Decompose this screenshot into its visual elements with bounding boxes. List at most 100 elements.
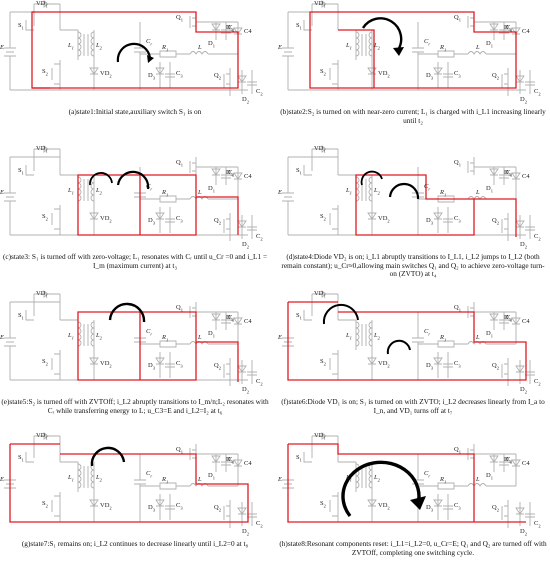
label-q1-text: Q	[176, 14, 181, 21]
label-d4-subscript: 4	[508, 317, 511, 323]
flow-arrow-d-1	[360, 170, 383, 186]
label-d2-subscript: 2	[524, 531, 527, 537]
label-d3-1: D3	[426, 72, 433, 81]
label-c2-4: C2	[256, 378, 263, 387]
label-e-text: E	[278, 476, 282, 483]
label-d3-4: D3	[148, 362, 155, 371]
label-c2-subscript: 2	[538, 91, 541, 97]
label-c1-text: C	[228, 24, 233, 31]
label-d1-7: D1	[486, 472, 493, 481]
label-d2-text: D	[242, 528, 247, 535]
label-q2-1: Q2	[492, 72, 499, 81]
label-l-2: L	[198, 189, 202, 196]
label-d3-subscript: 3	[430, 75, 433, 81]
label-d1-text: D	[486, 330, 491, 337]
label-d4-text: D	[226, 314, 231, 321]
label-l2-3: L2	[374, 187, 380, 196]
label-c1-subscript: 1	[232, 27, 235, 33]
label-l1-6: L1	[68, 474, 74, 483]
label-r1-subscript: 1	[165, 47, 169, 53]
label-d1-2: D1	[208, 185, 215, 194]
label-s2-text: S	[42, 213, 46, 220]
label-c3-3: C3	[454, 215, 461, 224]
label-c2-text: C	[534, 378, 539, 385]
label-vd1-subscript: 1	[45, 435, 48, 441]
label-c1-1: C1	[506, 24, 513, 33]
label-s2-text: S	[320, 68, 324, 75]
label-vd2-1: VD2	[378, 70, 390, 79]
label-s1-6: S1	[18, 454, 24, 463]
label-d3-subscript: 3	[152, 75, 155, 81]
label-vd1-text: VD	[314, 432, 324, 439]
label-q1-1: Q1	[454, 14, 461, 23]
label-e-text: E	[278, 189, 282, 196]
label-d4-5: D4	[504, 314, 511, 323]
label-cr-text: C	[424, 328, 429, 335]
label-s2-subscript: 2	[45, 71, 48, 77]
label-vd1-subscript: 1	[323, 293, 326, 299]
label-cr-subscript: r	[150, 186, 153, 192]
label-l1-subscript: 1	[71, 190, 74, 196]
label-l1-text: L	[68, 187, 72, 194]
label-r1-text: R	[162, 189, 166, 196]
label-l2-text: L	[96, 474, 100, 481]
panel-a: (a)state1:Initial state,auxiliary switch…	[0, 0, 270, 144]
label-r1-subscript: 1	[443, 337, 447, 343]
label-l1-5: L1	[346, 332, 352, 341]
label-cr-text: C	[424, 183, 429, 190]
label-cr-subscript: r	[428, 331, 431, 337]
label-vd1-text: VD	[36, 432, 46, 439]
label-c3-7: C3	[454, 502, 461, 511]
label-l-7: L	[476, 476, 480, 483]
label-vd2-text: VD	[378, 70, 388, 77]
label-s1-3: S1	[296, 167, 302, 176]
label-d4-subscript: 4	[508, 459, 511, 465]
label-q2-text: Q	[214, 217, 219, 224]
label-d2-subscript: 2	[246, 99, 249, 105]
label-s2-6: S2	[42, 500, 48, 509]
label-e-text: E	[278, 334, 282, 341]
label-c3-text: C	[176, 502, 181, 509]
label-q2-subscript: 2	[218, 75, 221, 81]
label-cr-5: Cr	[424, 328, 430, 337]
label-c2-text: C	[534, 520, 539, 527]
label-d2-subscript: 2	[246, 244, 249, 250]
label-l1-subscript: 1	[71, 477, 74, 483]
label-c3-text: C	[176, 360, 181, 367]
label-c4-text: C4	[244, 318, 252, 325]
label-cr-3: Cr	[424, 183, 430, 192]
label-c2-5: C2	[534, 378, 541, 387]
label-cr-subscript: r	[428, 186, 431, 192]
label-e-text: E	[0, 189, 4, 196]
label-c1-3: C1	[506, 169, 513, 178]
label-cr-text: C	[146, 183, 151, 190]
panel-g: (g)state7:S₁ remains on; i_L2 continues …	[0, 432, 270, 576]
label-cr-subscript: r	[150, 473, 153, 479]
label-c1-4: C1	[228, 314, 235, 323]
label-c3-subscript: 3	[180, 505, 183, 511]
flow-arrow-f-1	[322, 303, 359, 325]
label-cr-4: Cr	[146, 328, 152, 337]
label-s1-text: S	[296, 312, 300, 319]
label-d2-subscript: 2	[524, 99, 527, 105]
label-r1-subscript: 1	[165, 337, 169, 343]
label-d2-3: D2	[520, 241, 527, 250]
label-d2-text: D	[242, 241, 247, 248]
label-d4-subscript: 4	[508, 27, 511, 33]
label-d3-text: D	[426, 217, 431, 224]
label-d1-text: D	[208, 472, 213, 479]
label-d2-text: D	[520, 241, 525, 248]
label-l1-7: L1	[346, 474, 352, 483]
label-d4-text: D	[504, 169, 509, 176]
current-path-a-2	[32, 11, 50, 89]
label-cr-1: Cr	[424, 38, 430, 47]
label-r1-subscript: 1	[443, 479, 447, 485]
label-s1-subscript: 1	[299, 457, 302, 463]
flow-arrow-f-2	[386, 339, 411, 355]
label-cr-0: Cr	[146, 38, 152, 47]
label-c3-5: C3	[454, 360, 461, 369]
label-l1-subscript: 1	[71, 335, 74, 341]
label-q1-3: Q1	[454, 159, 461, 168]
label-d4-subscript: 4	[230, 172, 233, 178]
label-vd2-text: VD	[378, 360, 388, 367]
